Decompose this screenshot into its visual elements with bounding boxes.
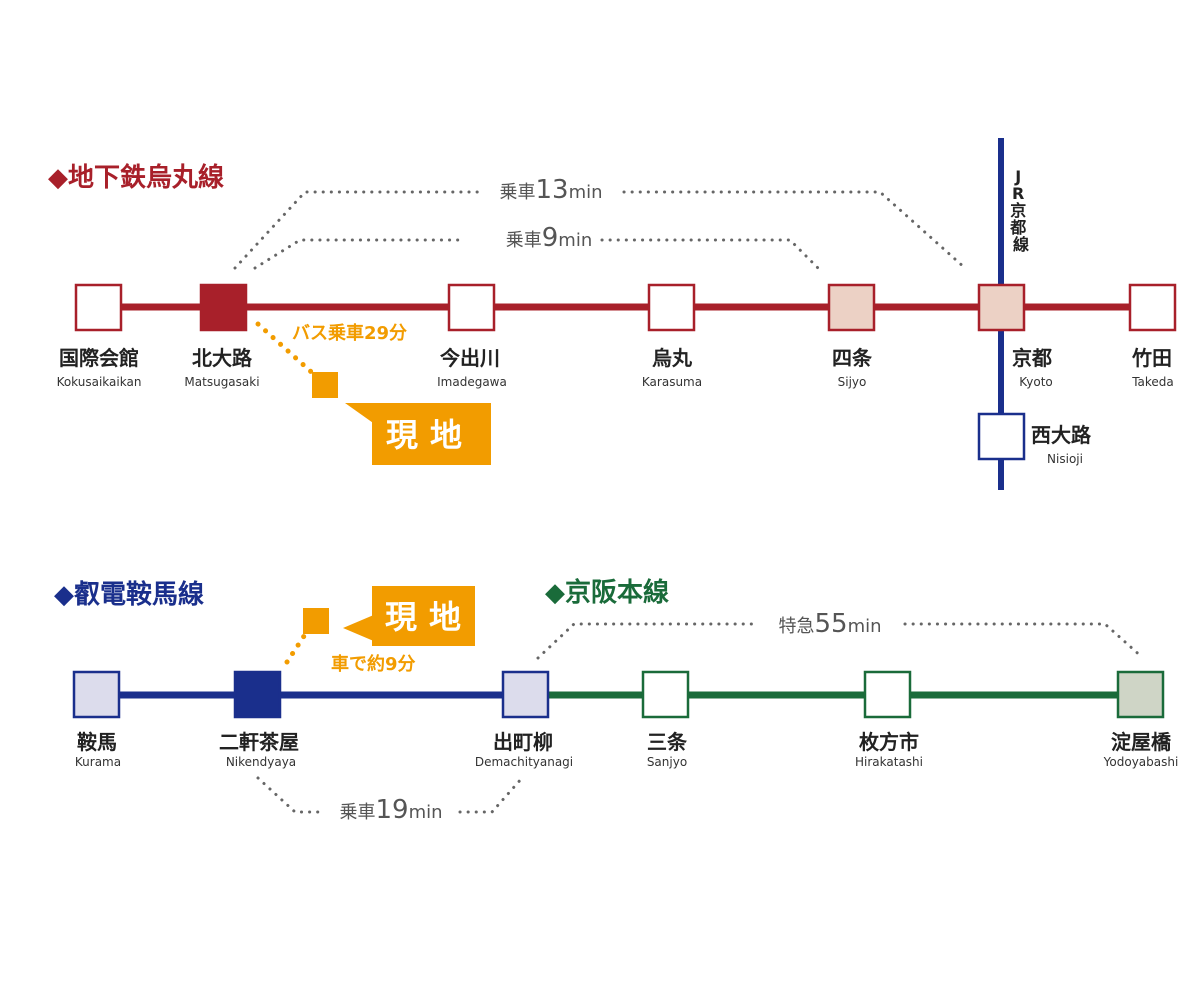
keihan-ride-label: 特急55min — [778, 609, 881, 639]
station-roman-yodoyabashi: Yodoyabashi — [1103, 755, 1179, 769]
station-roman-nishioji: Nisioji — [1047, 452, 1083, 466]
station-name-nikenchaya: 二軒茶屋 — [219, 730, 299, 754]
keihan-ride-dots-left — [536, 622, 757, 660]
eiden-line-title: ◆叡電鞍馬線 — [54, 579, 204, 610]
station-roman-shijo: Sijyo — [838, 375, 867, 389]
station-roman-takeda: Takeda — [1131, 375, 1174, 389]
station-marker-demachiyanagi — [501, 670, 550, 719]
station-name-yodoyabashi: 淀屋橋 — [1111, 730, 1172, 754]
site-callout-pointer-1 — [345, 403, 376, 425]
site-callout-2 — [372, 586, 475, 646]
station-marker-sanjo — [641, 670, 690, 719]
station-name-kurama: 鞍馬 — [77, 730, 117, 754]
jr-kyoto-line-label: J R 京 都 線 — [1009, 167, 1032, 254]
station-name-sanjo: 三条 — [647, 730, 688, 754]
eiden-ride-dots-left — [256, 776, 324, 814]
station-name-kokusaikaikan: 国際会館 — [59, 346, 139, 370]
keihan-line-title: ◆京阪本線 — [545, 577, 669, 608]
station-name-karasuma: 烏丸 — [652, 346, 693, 370]
station-name-nishioji: 西大路 — [1031, 423, 1092, 447]
station-marker-shijo — [827, 283, 876, 332]
karasuma-line-title: ◆地下鉄烏丸線 — [48, 162, 224, 193]
eiden-ride-label: 乗車19min — [339, 795, 442, 825]
bus-route-dots — [255, 321, 321, 381]
station-marker-nishioji — [977, 412, 1026, 461]
station-roman-demachiyanagi: Demachityanagi — [475, 755, 573, 769]
station-name-demachiyanagi: 出町柳 — [493, 730, 553, 754]
station-marker-kurama — [72, 670, 121, 719]
station-roman-kurama: Kurama — [75, 755, 121, 769]
station-roman-imadegawa: Imadegawa — [437, 375, 507, 389]
station-name-kyoto: 京都 — [1012, 346, 1052, 370]
site-label-2: 現地 — [385, 598, 473, 636]
station-marker-yodoyabashi — [1116, 670, 1165, 719]
station-marker-imadegawa — [447, 283, 496, 332]
station-name-takeda: 竹田 — [1131, 346, 1172, 370]
station-marker-kokusaikaikan — [74, 283, 123, 332]
station-marker-kyoto — [977, 283, 1026, 332]
keihan-ride-dots-right — [903, 622, 1145, 660]
station-name-kitaoji: 北大路 — [192, 346, 253, 370]
station-name-hirakatashi: 枚方市 — [859, 730, 919, 754]
station-name-imadegawa: 今出川 — [440, 346, 500, 370]
station-roman-kitaoji: Matsugasaki — [184, 375, 259, 389]
station-marker-karasuma — [647, 283, 696, 332]
ride-13-dots-left — [233, 190, 480, 270]
station-marker-nikenchaya — [233, 670, 282, 719]
bus-ride-note: バス乗車29分 — [292, 322, 407, 344]
site-callout-1 — [372, 403, 491, 465]
eiden-ride-dots-right — [458, 776, 524, 814]
car-ride-note: 車で約9分 — [331, 653, 416, 675]
station-marker-kitaoji — [199, 283, 248, 332]
station-roman-kokusaikaikan: Kokusaikaikan — [57, 375, 142, 389]
station-marker-takeda — [1128, 283, 1177, 332]
ride-9-dots-left — [253, 238, 467, 270]
ride-9-label: 乗車9min — [506, 223, 593, 253]
station-roman-hirakatashi: Hirakatashi — [855, 755, 923, 769]
ride-13-dots-right — [622, 190, 967, 270]
station-roman-sanjo: Sanjyo — [647, 755, 687, 769]
car-route-dots — [284, 627, 311, 665]
station-roman-karasuma: Karasuma — [642, 375, 702, 389]
site-marker-2 — [303, 608, 329, 634]
ride-9-dots-right — [600, 238, 824, 274]
site-marker-1 — [312, 372, 338, 398]
station-roman-nikenchaya: Nikendyaya — [226, 755, 296, 769]
ride-13-label: 乗車13min — [499, 175, 602, 205]
station-roman-kyoto: Kyoto — [1019, 375, 1053, 389]
site-callout-pointer-2 — [343, 614, 376, 642]
site-label-1: 現地 — [386, 416, 474, 454]
station-name-shijo: 四条 — [832, 346, 873, 370]
station-marker-hirakatashi — [863, 670, 912, 719]
